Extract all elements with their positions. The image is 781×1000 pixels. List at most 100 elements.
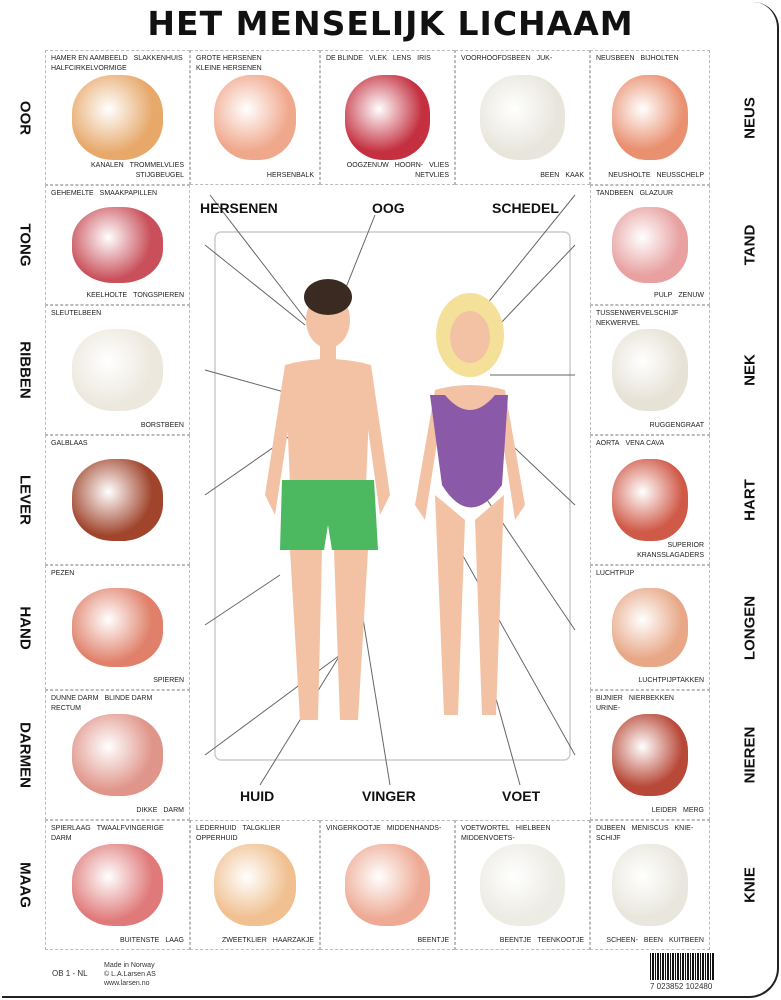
part-label: SPIEREN bbox=[153, 677, 184, 685]
part-label: DIJBEEN bbox=[596, 825, 626, 833]
part-label: BORSTBEEN bbox=[140, 422, 184, 430]
part-label: AORTA bbox=[596, 440, 620, 448]
part-label: DARM bbox=[163, 807, 184, 815]
anatomy-illustration bbox=[71, 329, 164, 411]
anatomy-illustration bbox=[71, 459, 164, 541]
part-label: SPIERLAAG bbox=[51, 825, 91, 833]
part-label: TUSSENWERVELSCHIJF bbox=[596, 310, 679, 318]
part-label: SLEUTELBEEN bbox=[51, 310, 102, 318]
label-group-bottom: NEUSHOLTE NEUSSCHELP bbox=[596, 172, 704, 180]
part-label: VOETWORTEL bbox=[461, 825, 510, 833]
part-label: KRANSSLAGADERS bbox=[637, 552, 704, 560]
part-label: DARM bbox=[51, 835, 72, 843]
part-label: TALGKLIER bbox=[242, 825, 281, 833]
anatomy-illustration bbox=[479, 74, 566, 161]
label-schedel: SCHEDEL bbox=[492, 200, 559, 216]
part-label: URINE- bbox=[596, 705, 621, 713]
part-label: VENA CAVA bbox=[625, 440, 665, 448]
anatomy-illustration bbox=[612, 588, 688, 667]
tile-title: NEUS bbox=[741, 96, 759, 139]
girl-figure bbox=[415, 293, 525, 715]
tile-title: OOR bbox=[16, 100, 34, 135]
anatomy-illustration bbox=[344, 844, 431, 926]
tile-title: TAND bbox=[741, 224, 759, 266]
part-label: GLAZUUR bbox=[639, 190, 674, 198]
part-label: LAAG bbox=[165, 937, 184, 945]
part-label: VLIES bbox=[429, 162, 449, 170]
part-label: HOORN- bbox=[394, 162, 424, 170]
part-label: MENISCUS bbox=[631, 825, 669, 833]
anatomy-illustration bbox=[612, 329, 688, 411]
anatomy-illustration bbox=[71, 844, 164, 926]
anatomy-illustration bbox=[71, 588, 164, 667]
label-group-bottom: HERSENBALK bbox=[196, 172, 314, 180]
tile-title: TONG bbox=[16, 223, 34, 267]
part-label: GALBLAAS bbox=[51, 440, 88, 448]
part-label: PEZEN bbox=[51, 570, 75, 578]
part-label: KANALEN bbox=[90, 162, 124, 170]
part-label: NEUSHOLTE bbox=[608, 172, 651, 180]
label-group-bottom: BORSTBEEN bbox=[51, 422, 184, 430]
anatomy-tile: PEZEN SPIEREN bbox=[45, 565, 190, 690]
part-label: SCHIJF bbox=[596, 835, 621, 843]
part-label: HERSENBALK bbox=[266, 172, 314, 180]
anatomy-illustration bbox=[612, 207, 688, 283]
part-label: STIJGBEUGEL bbox=[135, 172, 184, 180]
label-group-top: LUCHTPIJP bbox=[596, 570, 704, 578]
tile-title: NEK bbox=[741, 354, 759, 386]
barcode bbox=[650, 953, 715, 980]
part-label: SCHEEN- bbox=[606, 937, 638, 945]
page-title: HET MENSELIJK LICHAAM bbox=[147, 4, 634, 43]
anatomy-illustration bbox=[612, 459, 688, 541]
part-label: HAMER EN AAMBEELD bbox=[51, 55, 128, 63]
part-label: LENS bbox=[392, 55, 412, 63]
label-group-bottom: RUGGENGRAAT bbox=[596, 422, 704, 430]
part-label: TWAALFVINGERIGE bbox=[96, 825, 164, 833]
part-label: DUNNE DARM bbox=[51, 695, 99, 703]
anatomy-illustration bbox=[214, 74, 296, 161]
website: www.larsen.no bbox=[104, 980, 150, 987]
part-label: DE BLINDE bbox=[326, 55, 363, 63]
tile-title: KNIE bbox=[741, 867, 759, 903]
part-label: OPPERHUID bbox=[196, 835, 238, 843]
made-in: Made in Norway bbox=[104, 962, 155, 969]
part-label: TEENKOOTJE bbox=[537, 937, 584, 945]
tile-title: LONGEN bbox=[741, 595, 759, 660]
part-label: IRIS bbox=[417, 55, 431, 63]
anatomy-illustration bbox=[612, 74, 688, 161]
part-label: SLAKKENHUIS bbox=[133, 55, 183, 63]
tile-title: MAAG bbox=[16, 862, 34, 908]
part-label: SMAAKPAPILLEN bbox=[99, 190, 158, 198]
part-label: NETVLIES bbox=[415, 172, 449, 180]
part-label: BLINDE DARM bbox=[104, 695, 153, 703]
label-group-top: AORTA VENA CAVA bbox=[596, 440, 704, 448]
part-label: NEUSSCHELP bbox=[656, 172, 704, 180]
label-voet: VOET bbox=[502, 788, 541, 804]
